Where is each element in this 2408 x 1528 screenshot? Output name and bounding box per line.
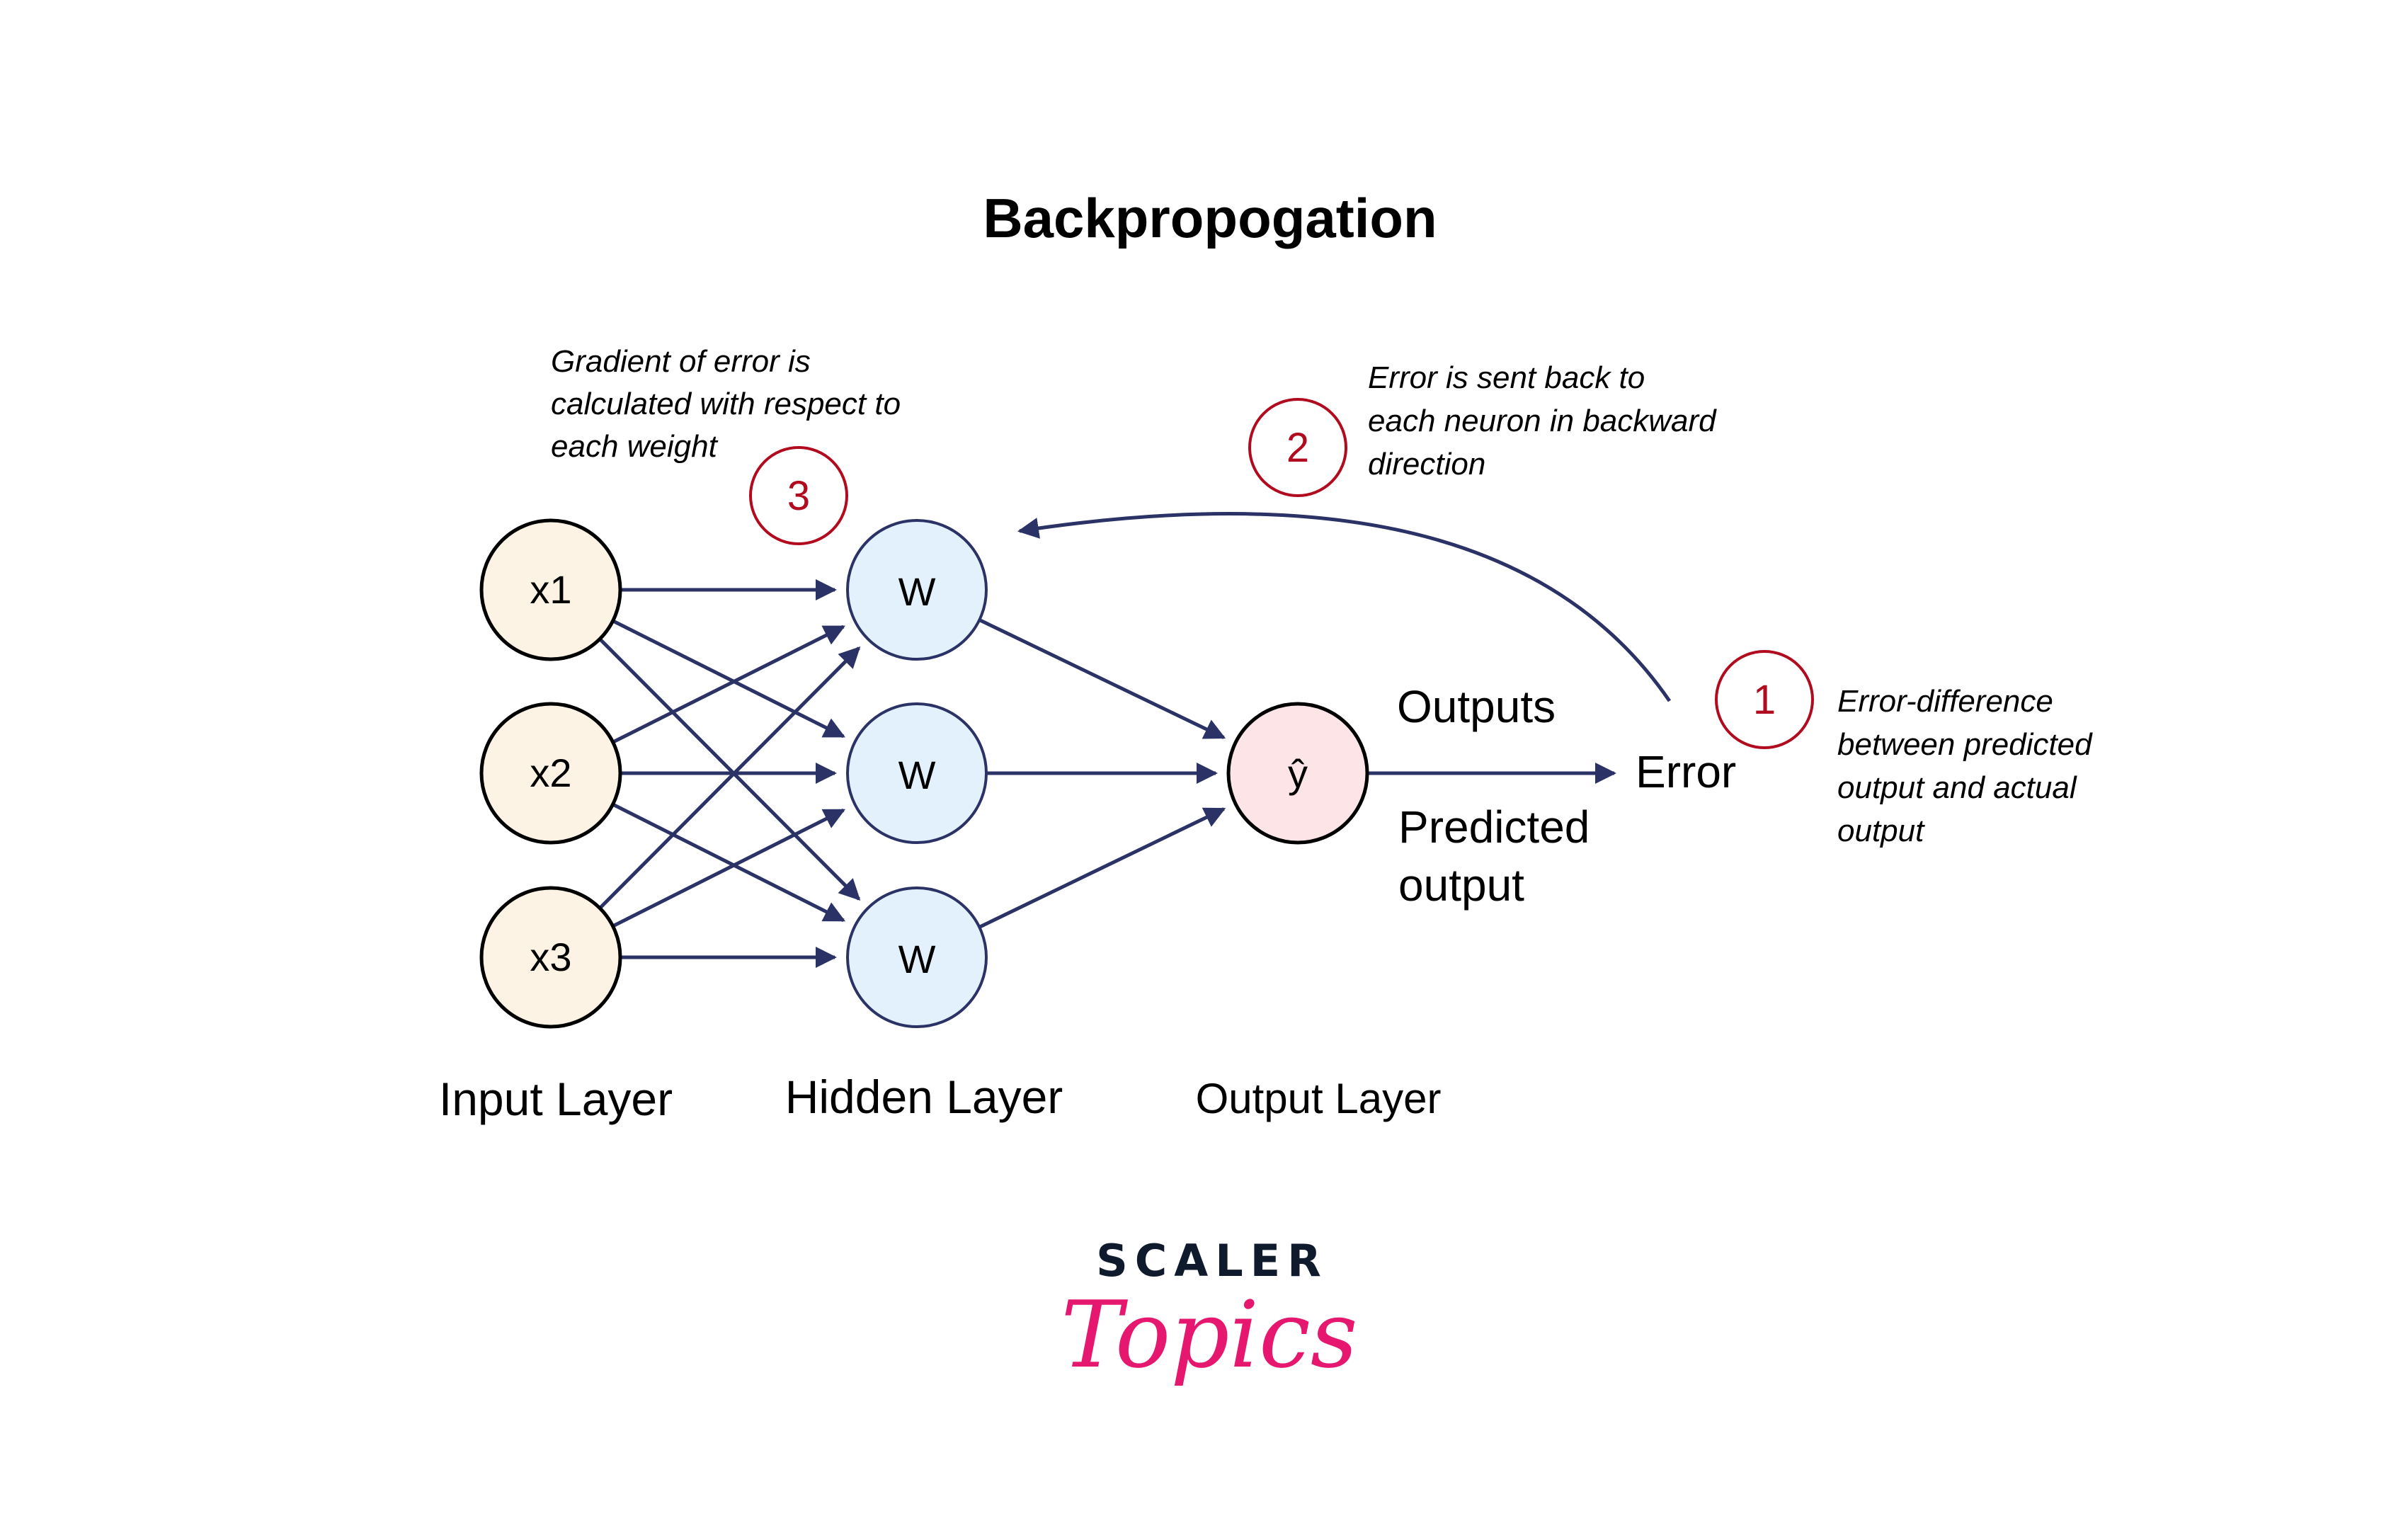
hidden-node: W <box>846 702 988 844</box>
input-node: x1 <box>479 518 622 661</box>
input-node-label: x3 <box>530 935 571 979</box>
step-1-number: 1 <box>1753 677 1776 723</box>
input-layer-label: Input Layer <box>439 1073 673 1125</box>
step-3-text-line: Gradient of error is <box>551 344 811 379</box>
error-label: Error <box>1636 746 1736 797</box>
output-layer-label: Output Layer <box>1196 1075 1442 1122</box>
logo-brand: SCALER <box>1096 1235 1328 1287</box>
hidden-node-label: W <box>898 937 936 981</box>
hidden-node: W <box>846 519 988 661</box>
predicted-output-label-line2: output <box>1398 860 1524 911</box>
step-1-text-line: output <box>1837 814 1925 848</box>
input-node-label: x2 <box>530 751 571 795</box>
outputs-label: Outputs <box>1397 681 1556 732</box>
input-to-hidden-edge <box>612 625 845 744</box>
diagram-title: Backpropogation <box>983 187 1437 249</box>
predicted-output-label-line1: Predicted <box>1398 802 1590 853</box>
output-node-label: ŷ <box>1288 751 1308 796</box>
hidden-to-output-edge <box>978 618 1226 739</box>
hidden-layer: W W W <box>846 519 988 1028</box>
step-1-text-line: Error-difference <box>1837 684 2053 719</box>
step-2-text-line: each neuron in backward <box>1368 404 1717 438</box>
step-1-badge <box>1715 650 1814 749</box>
hidden-to-output-edge <box>978 807 1226 929</box>
step-2-text-line: direction <box>1368 447 1485 481</box>
step-2-badge <box>1248 398 1347 497</box>
input-to-hidden-edge <box>612 619 845 739</box>
step-3-text-line: calculated with respect to <box>551 387 901 421</box>
step-3-number: 3 <box>787 473 810 519</box>
input-to-hidden-edge <box>598 637 861 901</box>
step-1-text-line: output and actual <box>1837 770 2077 805</box>
step-1-annotation: 1 Error-difference between predicted out… <box>1715 650 2093 848</box>
step-2-number: 2 <box>1286 425 1309 471</box>
step-3-annotation: 3 Gradient of error is calculated with r… <box>551 344 901 545</box>
input-node-label: x1 <box>530 567 571 612</box>
hidden-layer-label: Hidden Layer <box>785 1071 1063 1123</box>
backward-error-arrow <box>1017 512 1672 702</box>
logo-product: Topics <box>1061 1281 1357 1389</box>
hidden-node: W <box>846 886 988 1028</box>
connection-edges <box>598 579 1616 968</box>
input-to-hidden-edge <box>612 802 846 923</box>
input-to-hidden-edge <box>612 808 846 928</box>
input-to-hidden-edge <box>598 646 861 910</box>
input-node: x3 <box>479 886 622 1029</box>
scaler-topics-logo: SCALER Topics <box>1061 1235 1357 1389</box>
input-node: x2 <box>479 702 622 845</box>
hidden-node-label: W <box>898 569 936 614</box>
step-2-text-line: Error is sent back to <box>1368 360 1645 395</box>
input-layer: x1 x2 x3 <box>479 518 622 1029</box>
step-3-text-line: each weight <box>551 429 719 464</box>
step-2-annotation: 2 Error is sent back to each neuron in b… <box>1248 360 1717 497</box>
step-3-badge <box>749 446 848 545</box>
output-node: ŷ <box>1226 702 1369 845</box>
step-1-text-line: between predicted <box>1837 727 2093 762</box>
hidden-node-label: W <box>898 753 936 797</box>
